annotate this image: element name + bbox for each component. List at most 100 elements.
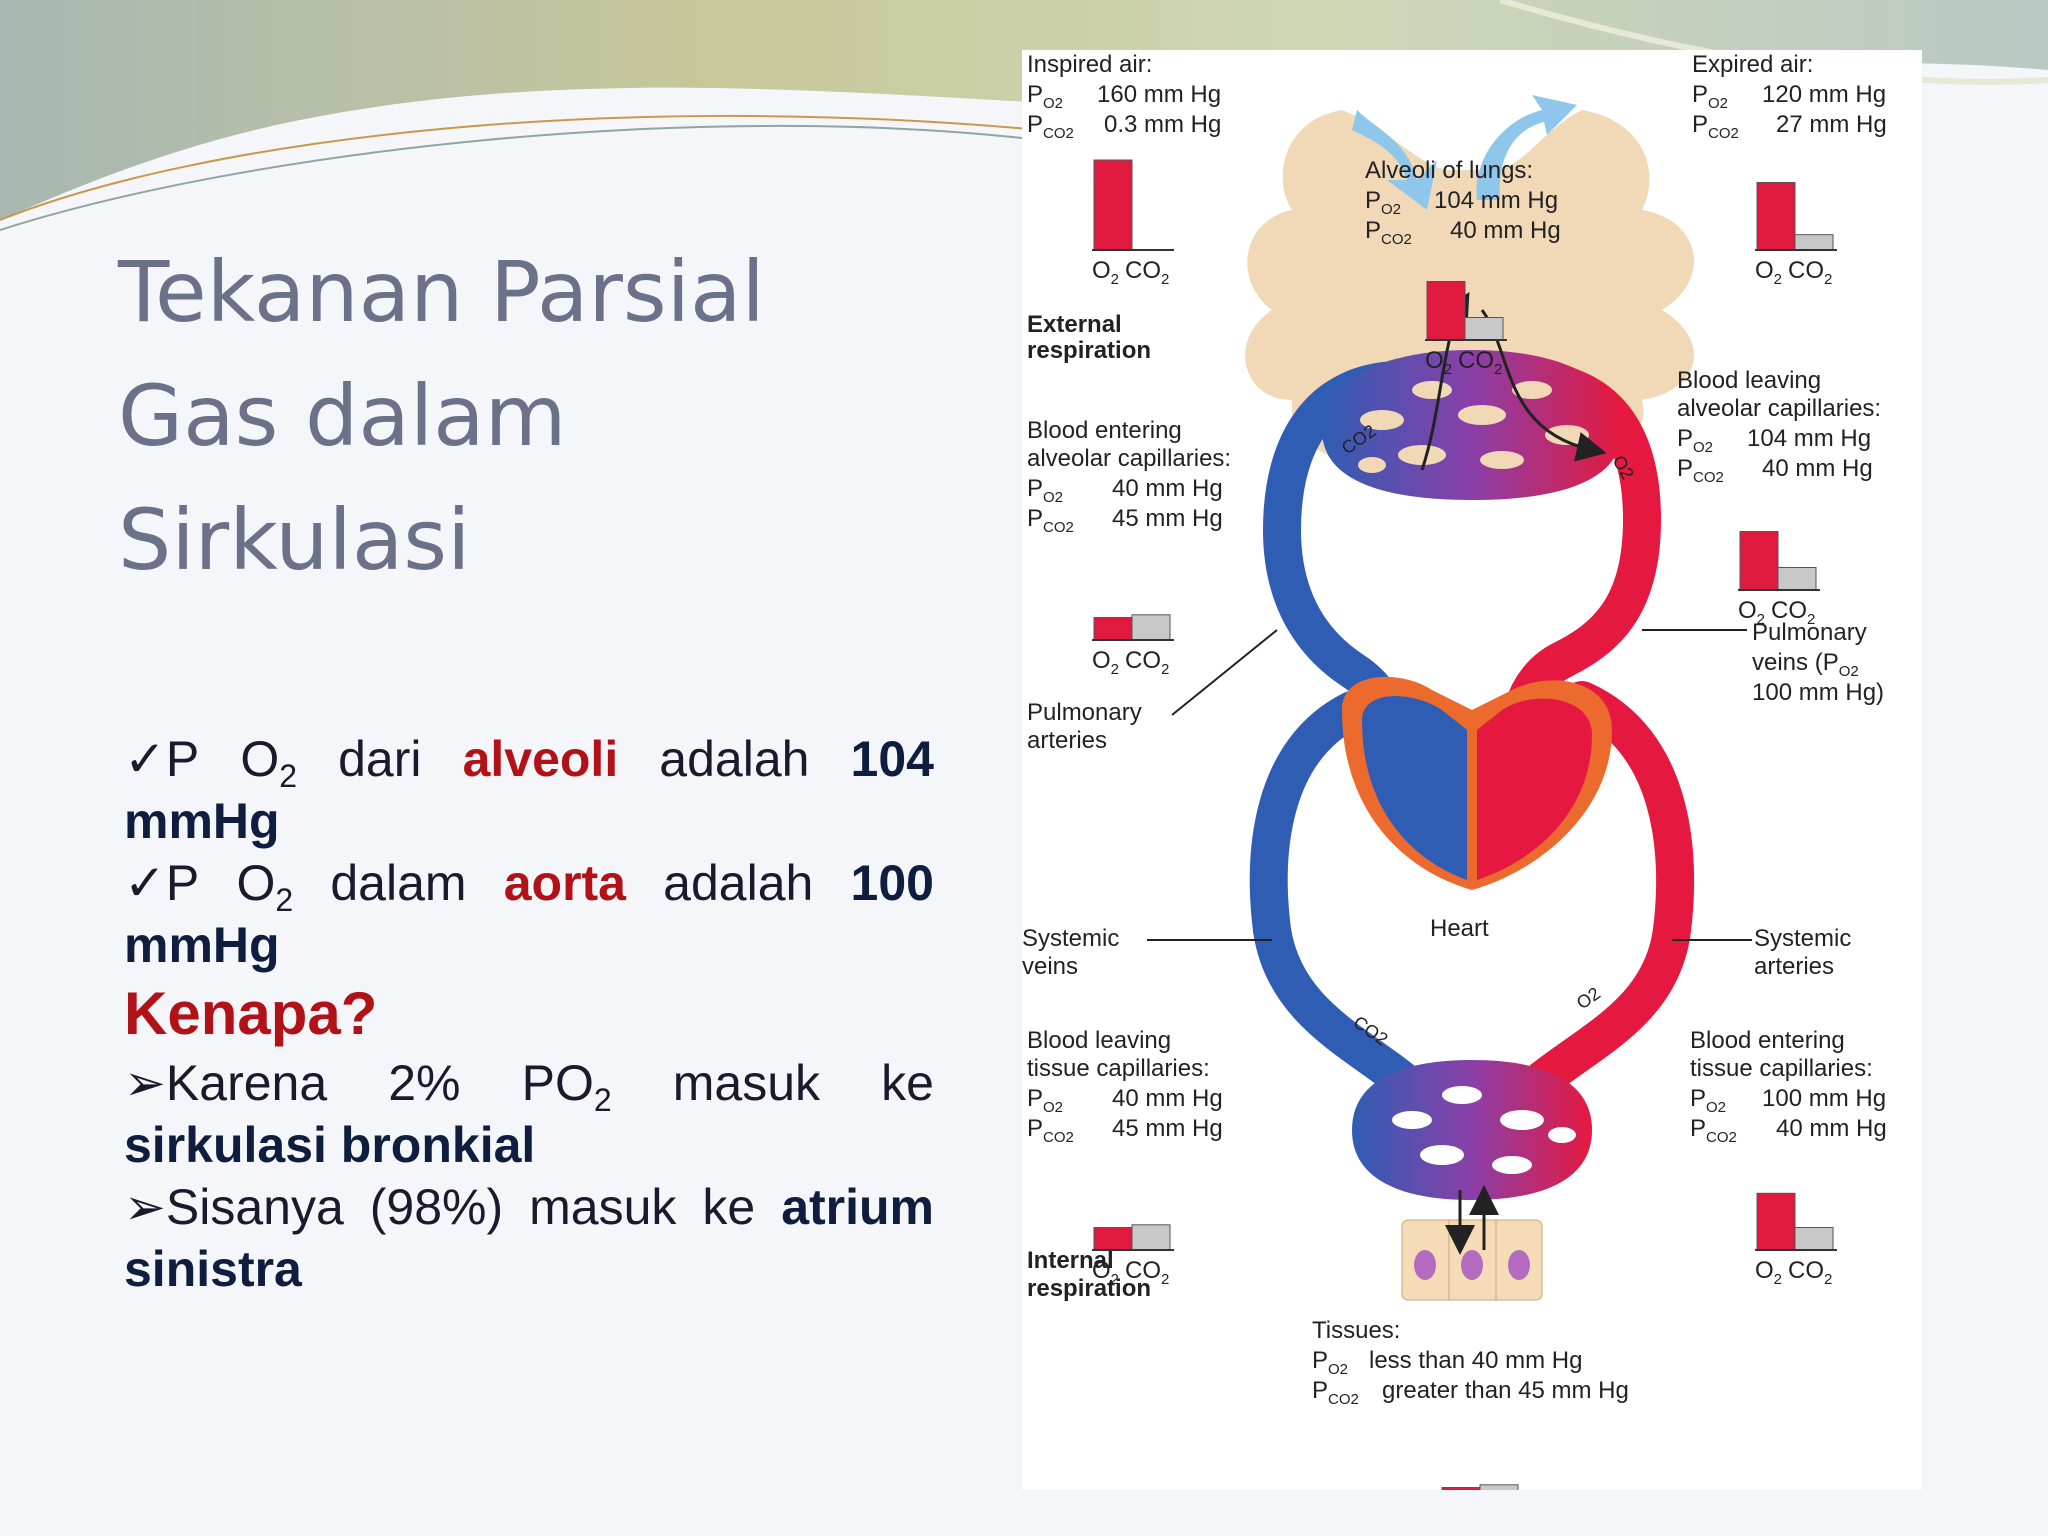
reason-text: PO [521,1055,594,1111]
bullet-text: O [236,855,276,911]
entering-tissue-1: Blood entering [1690,1027,1845,1054]
bullet-text: P [165,731,200,787]
partial-pressure-symbol: PCO2 [1312,1377,1359,1408]
partial-pressure-symbol: PCO2 [1365,217,1412,248]
arrow-bullet-icon: ➢ [124,1055,166,1111]
diagram-canvas: CO2 O2 CO2 O2 Inspired air: 160 mm Hg 0.… [1022,51,1887,1490]
co2-bar [1479,1484,1519,1490]
tissues-po2: less than 40 mm Hg [1369,1347,1582,1374]
unit-mmhg: mmHg [124,917,280,973]
partial-pressure-symbol: PO2 [1312,1347,1348,1378]
partial-pressure-symbol: PO2 [1027,81,1063,112]
leaving-alveolar-pco2: 40 mm Hg [1762,455,1873,482]
external-respiration-2: respiration [1027,337,1151,364]
unit-mmhg: mmHg [124,793,280,849]
systemic-arteries-2: arteries [1754,953,1834,980]
expired-title: Expired air: [1692,51,1813,78]
co2-bar [1794,234,1834,251]
title-line-2: Gas dalam [118,367,567,465]
inspired-title: Inspired air: [1027,51,1152,78]
pulmonary-veins-3: 100 mm Hg) [1752,679,1884,706]
systemic-arteries-1: Systemic [1754,925,1851,952]
entering-tissue-po2: 100 mm Hg [1762,1085,1886,1112]
o2-bar [1426,281,1466,341]
highlight-atrium: atrium [781,1179,934,1235]
reason-1-line-1: ➢Karena 2% PO2 masuk ke [124,1052,934,1116]
gas-exchange-diagram: CO2 O2 CO2 O2 Inspired air: 160 mm Hg 0.… [1022,50,1922,1490]
expired-pco2: 27 mm Hg [1776,111,1887,138]
heart-left-side [1477,698,1592,880]
entering-alveolar-2: alveolar capillaries: [1027,445,1231,472]
value-100: 100 [850,855,934,911]
bullet-text: dalam [330,855,467,911]
tissues-title: Tissues: [1312,1317,1400,1344]
alveoli-po2: 104 mm Hg [1434,187,1558,214]
partial-pressure-symbols: PO2PCO2PO2PCO2PO2PCO2PO2PCO2PO2PCO2PO2PC… [1027,81,1739,1408]
o2-bar [1756,182,1796,251]
systemic-artery-vessel [1523,681,1695,1099]
reason-2-line-2: sinistra [124,1238,934,1300]
pulmonary-veins-2: veins (P [1752,649,1839,676]
partial-pressure-symbol: PCO2 [1692,111,1739,142]
reason-text: masuk [672,1055,821,1111]
entering-tissue-2: tissue capillaries: [1690,1055,1873,1082]
tissue-o2-vessel-label: O2 [1573,983,1604,1013]
subscript: 2 [275,882,294,918]
leader-lines [1147,629,1752,941]
heart-label: Heart [1430,915,1489,942]
co2-bar [1131,614,1171,641]
highlight-sinistra: sinistra [124,1241,302,1297]
tissue-capillary-gaps [1392,1086,1576,1174]
co2-bar [1131,1224,1171,1251]
inspired-po2: 160 mm Hg [1097,81,1221,108]
o2-bar [1756,1192,1796,1251]
highlight-alveoli: alveoli [462,731,619,787]
inspiration-arrow [1352,110,1437,210]
pulmonary-arteries-1: Pulmonary [1027,699,1142,726]
partial-pressure-symbol: PO2 [1690,1085,1726,1116]
o2-bar [1093,617,1133,641]
reason-text: Karena [165,1055,328,1111]
svg-text:veins (PO2: veins (PO2 [1752,649,1859,680]
reason-text: 2% [388,1055,461,1111]
highlight-aorta: aorta [503,855,626,911]
tissue-cells [1401,1219,1543,1301]
entering-tissue-pco2: 40 mm Hg [1776,1115,1887,1142]
inspired-pco2: 0.3 mm Hg [1104,111,1221,138]
expired-po2: 120 mm Hg [1762,81,1886,108]
reason-2-line-1: ➢Sisanya (98%) masuk ke atrium [124,1176,934,1238]
partial-pressure-symbol: PO2 [1027,475,1063,506]
partial-pressure-symbol: PCO2 [1677,455,1724,486]
partial-pressure-bars: O2CO2O2CO2O2CO2O2CO2O2CO2O2CO2O2CO2O2CO2 [1092,159,1837,1490]
entering-alveolar-1: Blood entering [1027,417,1182,444]
o2-bar [1093,159,1133,251]
alveoli-title: Alveoli of lungs: [1365,157,1533,184]
title-line-3: Sirkulasi [118,491,471,589]
co2-bar [1777,567,1817,591]
partial-pressure-symbol: PO2 [1365,187,1401,218]
internal-respiration-1: Internal [1027,1247,1114,1274]
o2-bar [1093,1227,1133,1251]
leaving-alveolar-po2: 104 mm Hg [1747,425,1871,452]
expiration-arrow [1476,95,1577,200]
bullet-text: dari [338,731,422,787]
bullet-text: adalah [659,731,810,787]
entering-alveolar-po2: 40 mm Hg [1112,475,1223,502]
systemic-vein-vessel [1249,691,1421,1099]
leaving-alveolar-1: Blood leaving [1677,367,1821,394]
bullet-1-line-1: ✓P O2 dari alveoli adalah 104 [124,728,934,792]
bullet-2-line-1: ✓P O2 dalam aorta adalah 100 [124,852,934,916]
bullet-text: P [165,855,200,911]
leaving-tissue-1: Blood leaving [1027,1027,1171,1054]
reason-text: Sisanya [165,1179,344,1235]
reason-text: masuk [529,1179,677,1235]
